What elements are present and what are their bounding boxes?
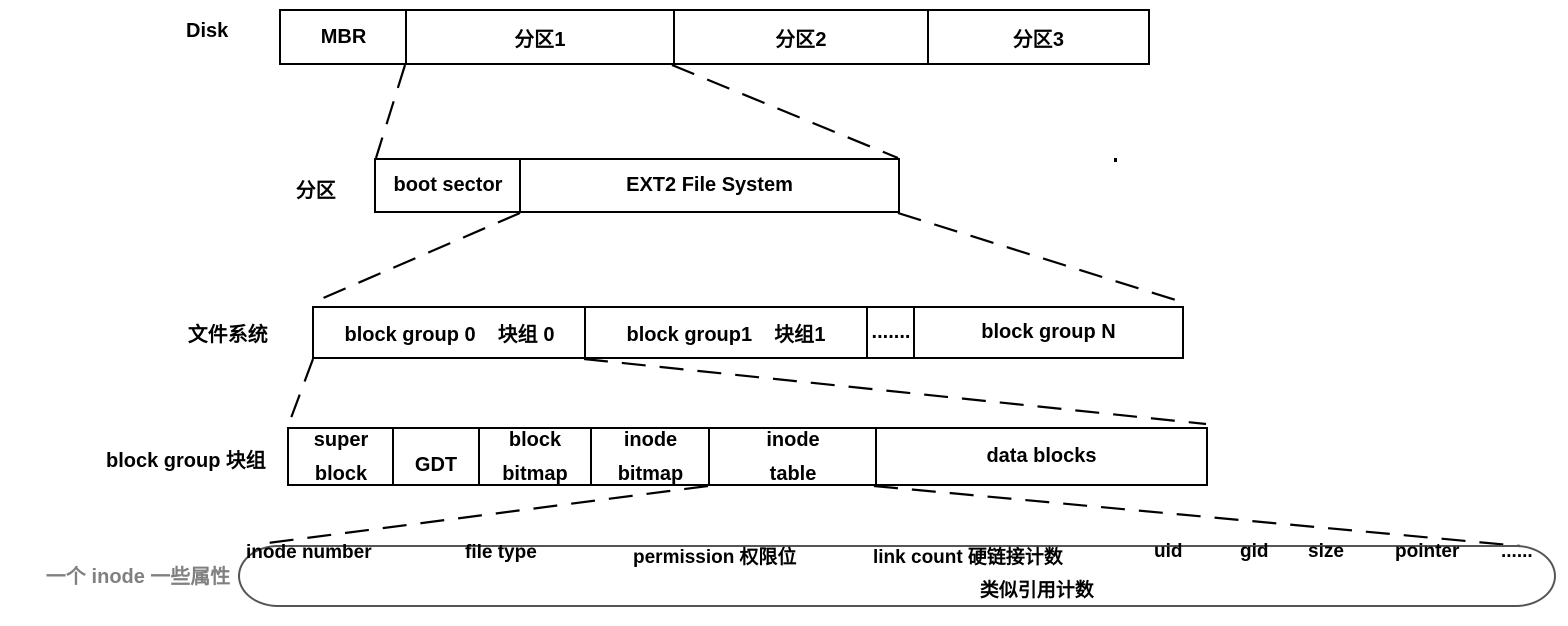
partition-cell-ext2: EXT2 File System bbox=[519, 160, 898, 211]
disk-label: Disk bbox=[186, 20, 229, 42]
bg-cell-inode-table-line2: table bbox=[769, 462, 817, 485]
inode-attr-uid: uid bbox=[1154, 541, 1183, 562]
bg-cell-block-bitmap-line2: bitmap bbox=[502, 462, 568, 485]
zoom-line-bg-left bbox=[259, 484, 709, 546]
inode-label: 一个 inode 一些属性 bbox=[46, 566, 231, 588]
fs-cell-block-group-0: block group 0 块组 0 bbox=[344, 324, 555, 346]
fs-cell-block-group-n: block group N bbox=[913, 308, 1182, 357]
inode-attr-size: size bbox=[1308, 541, 1344, 562]
bg-cell-super-block: super block bbox=[289, 429, 393, 485]
bg-cell-super-block-line2: block bbox=[314, 462, 368, 485]
fs-cell-ellipsis: ....... bbox=[866, 308, 914, 357]
filesystem-bar: block group 0 块组 0 block group1 块组1 ....… bbox=[312, 306, 1184, 359]
bg-cell-block-bitmap-line1: block bbox=[508, 428, 562, 451]
stray-dot bbox=[1114, 158, 1117, 162]
inode-attr-ellipsis: ...... bbox=[1501, 541, 1533, 562]
partition-bar: boot sector EXT2 File System bbox=[374, 158, 900, 213]
disk-cell-partition-2: 分区2 bbox=[673, 11, 927, 63]
inode-attributes-capsule bbox=[238, 545, 1556, 607]
partition-cell-boot-sector: boot sector bbox=[393, 174, 503, 196]
bg-cell-inode-bitmap: inode bitmap bbox=[590, 429, 709, 485]
filesystem-label: 文件系统 bbox=[188, 324, 268, 346]
disk-cell-partition-1: 分区1 bbox=[405, 11, 673, 63]
zoom-line-partition-right bbox=[897, 211, 1183, 304]
zoom-line-partition-left bbox=[313, 211, 521, 304]
bg-cell-data-blocks: data blocks bbox=[875, 429, 1206, 484]
disk-cell-mbr: MBR bbox=[320, 25, 367, 48]
zoom-line-disk-left bbox=[374, 64, 407, 159]
bg-cell-block-bitmap: block bitmap bbox=[478, 429, 590, 485]
bg-cell-inode-table-line1: inode bbox=[766, 428, 820, 451]
disk-bar: MBR 分区1 分区2 分区3 bbox=[279, 9, 1150, 65]
inode-attr-pointer: pointer bbox=[1395, 541, 1460, 562]
bg-cell-gdt: GDT bbox=[392, 429, 478, 484]
zoom-line-fs-left bbox=[286, 358, 315, 427]
bg-cell-inode-table: inode table bbox=[708, 429, 876, 485]
inode-attr-link-count: link count 硬链接计数 bbox=[873, 547, 1064, 568]
block-group-label: block group 块组 bbox=[106, 450, 266, 472]
inode-attr-file-type: file type bbox=[465, 542, 537, 563]
disk-cell-partition-3: 分区3 bbox=[927, 11, 1148, 63]
zoom-line-fs-right bbox=[583, 357, 1207, 426]
inode-attr-link-count-note: 类似引用计数 bbox=[980, 580, 1095, 601]
inode-attr-inode-number: inode number bbox=[246, 542, 372, 563]
inode-attr-gid: gid bbox=[1240, 541, 1269, 562]
bg-cell-inode-bitmap-line1: inode bbox=[623, 428, 678, 451]
block-group-bar: super block GDT block bitmap inode bitma… bbox=[287, 427, 1208, 486]
inode-attr-permission: permission 权限位 bbox=[633, 547, 797, 568]
zoom-line-disk-right bbox=[671, 63, 899, 160]
fs-cell-block-group-1: block group1 块组1 bbox=[584, 308, 866, 357]
bg-cell-super-block-line1: super bbox=[313, 428, 369, 451]
partition-label: 分区 bbox=[296, 180, 336, 202]
zoom-line-bg-right bbox=[873, 484, 1521, 548]
bg-cell-inode-bitmap-line2: bitmap bbox=[617, 462, 684, 485]
